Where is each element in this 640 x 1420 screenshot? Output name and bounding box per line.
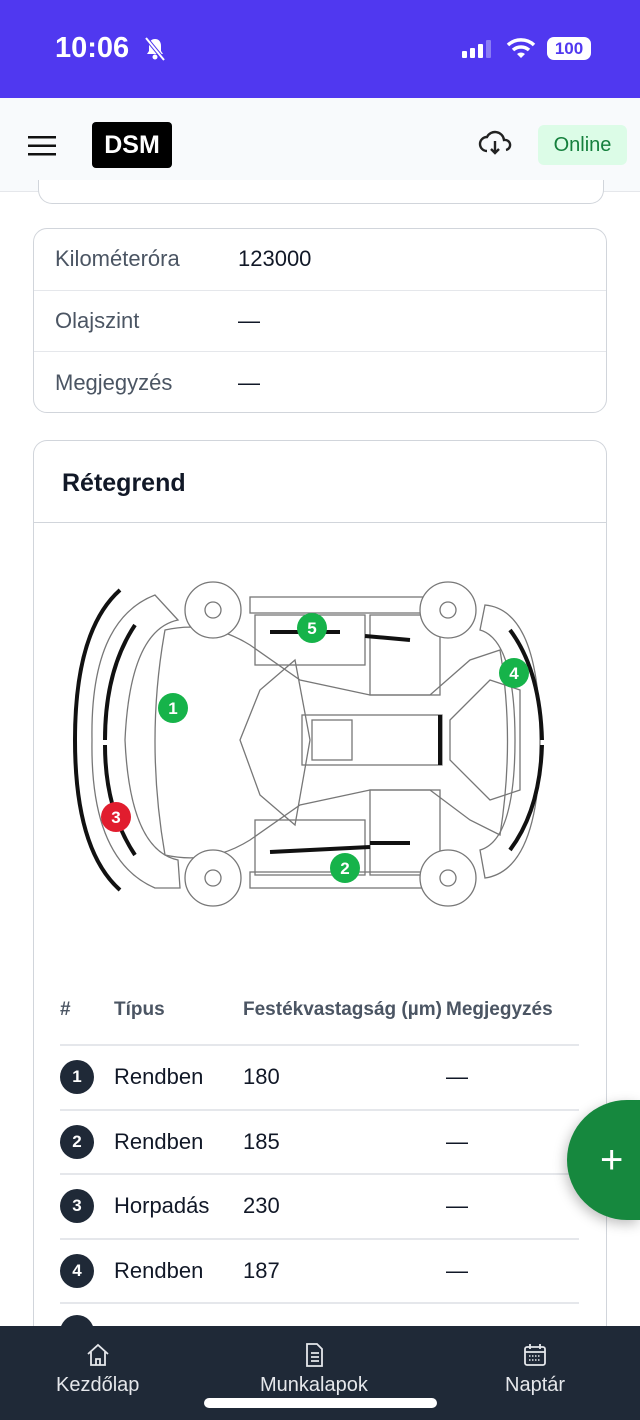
document-icon xyxy=(306,1343,323,1367)
row-type: Rendben xyxy=(114,1238,243,1304)
nav-label: Munkalapok xyxy=(260,1374,368,1396)
paint-layer-table: # Típus Festékvastagság (µm) Megjegyzés … xyxy=(60,975,579,1369)
marker-label: 5 xyxy=(307,619,316,638)
wifi-icon xyxy=(506,38,536,58)
marker-3[interactable]: 3 xyxy=(101,802,131,832)
marker-4[interactable]: 4 xyxy=(499,658,529,688)
cloud-download-icon[interactable] xyxy=(478,130,512,158)
bell-muted-icon xyxy=(144,36,166,62)
marker-2[interactable]: 2 xyxy=(330,853,360,883)
marker-label: 4 xyxy=(509,664,519,683)
info-value: 123000 xyxy=(238,246,312,272)
row-type: Horpadás xyxy=(114,1174,243,1240)
row-type: Rendben xyxy=(114,1045,243,1111)
col-number: # xyxy=(60,975,114,1046)
info-row-odometer: Kilométeróra 123000 xyxy=(34,229,606,291)
info-label: Kilométeróra xyxy=(55,246,180,272)
nav-item-worksheets[interactable]: Munkalapok xyxy=(260,1342,368,1397)
home-icon xyxy=(87,1343,109,1366)
info-row-oil-level: Olajszint — xyxy=(34,291,606,352)
marker-label: 2 xyxy=(340,859,349,878)
info-value: — xyxy=(238,369,260,395)
col-note: Megjegyzés xyxy=(446,975,579,1046)
nav-label: Naptár xyxy=(505,1374,566,1396)
vehicle-info-card: Kilométeróra 123000 Olajszint — Megjegyzés… xyxy=(33,228,607,413)
nav-label: Kezdőlap xyxy=(56,1374,140,1396)
bottom-nav: Kezdőlap Munkalapok Naptár xyxy=(0,1326,640,1420)
status-time: 10:06 xyxy=(55,32,130,64)
row-thickness: 185 xyxy=(243,1109,446,1175)
home-indicator[interactable] xyxy=(204,1398,437,1408)
status-bar: 10:06 100 xyxy=(0,0,640,98)
info-label: Megjegyzés xyxy=(55,369,173,395)
car-diagram[interactable]: 1 2 3 4 5 xyxy=(70,550,570,940)
row-number-badge: 4 xyxy=(60,1253,94,1288)
row-note: — xyxy=(446,1109,579,1175)
row-note: — xyxy=(446,1238,579,1304)
marker-5[interactable]: 5 xyxy=(297,613,327,643)
info-label: Olajszint xyxy=(55,307,140,333)
marker-label: 1 xyxy=(168,699,177,718)
previous-card xyxy=(38,180,604,204)
calendar-icon xyxy=(524,1344,546,1366)
row-number-badge: 3 xyxy=(60,1189,94,1224)
info-value: — xyxy=(238,307,260,333)
row-note: — xyxy=(446,1045,579,1111)
col-type: Típus xyxy=(114,975,243,1046)
hamburger-menu-icon[interactable] xyxy=(28,135,56,157)
signal-icon xyxy=(462,40,491,58)
table-header: # Típus Festékvastagság (µm) Megjegyzés xyxy=(60,975,579,1046)
info-row-note: Megjegyzés — xyxy=(34,352,606,414)
row-thickness: 187 xyxy=(243,1238,446,1304)
nav-item-calendar[interactable]: Naptár xyxy=(505,1342,565,1397)
row-type: Rendben xyxy=(114,1109,243,1175)
logo[interactable]: DSM xyxy=(92,122,172,168)
row-thickness: 180 xyxy=(243,1045,446,1111)
row-number-badge: 2 xyxy=(60,1124,94,1159)
row-thickness: 230 xyxy=(243,1174,446,1240)
row-note: — xyxy=(446,1174,579,1240)
section-title: Rétegrend xyxy=(34,441,606,523)
col-thickness: Festékvastagság (µm) xyxy=(243,975,446,1046)
marker-1[interactable]: 1 xyxy=(158,693,188,723)
nav-item-home[interactable]: Kezdőlap xyxy=(56,1342,139,1397)
marker-label: 3 xyxy=(111,808,120,827)
battery-indicator: 100 xyxy=(547,37,591,60)
online-status-badge: Online xyxy=(538,125,627,165)
row-number-badge: 1 xyxy=(60,1060,94,1095)
